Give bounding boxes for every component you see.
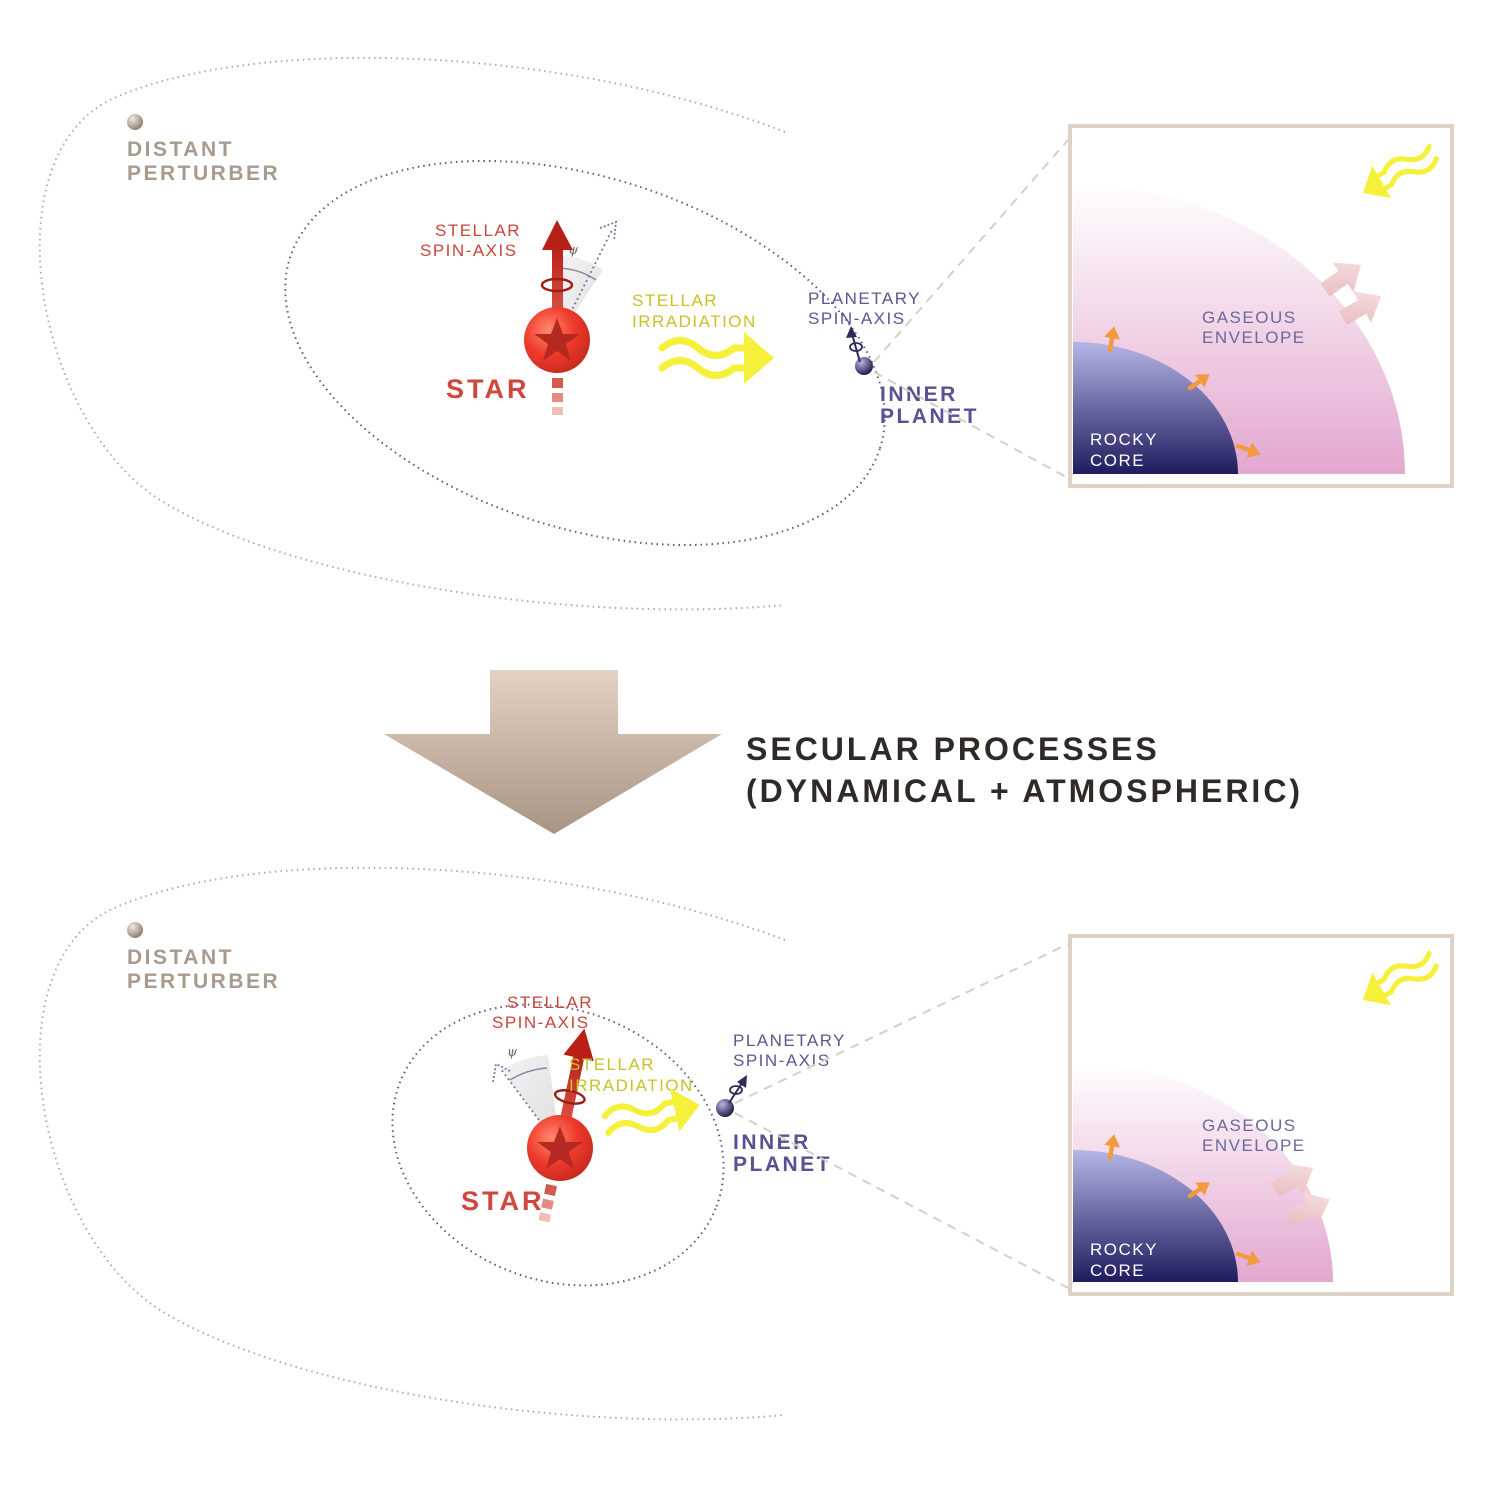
stellar-spin-axis-head — [542, 220, 573, 250]
zoom-guide-bottom — [734, 1112, 1069, 1289]
stellar-spin-axis-head — [563, 1028, 594, 1062]
distant-perturber-body — [127, 114, 143, 130]
stellar-spin-axis-label-line2: SPIN-AXIS — [492, 1013, 590, 1032]
stellar-rotation-icon — [553, 1089, 586, 1105]
star-icon — [537, 1126, 583, 1169]
stellar-spin-tail-2 — [552, 393, 563, 402]
atmosphere-inset: GASEOUS ENVELOPE ROCKY CORE — [1068, 934, 1454, 1296]
rocky-core — [1073, 342, 1238, 474]
zoom-guide-bottom — [873, 371, 1069, 479]
planetary-spin-axis-label-line2: SPIN-AXIS — [733, 1051, 831, 1070]
irradiation-label-line1: STELLAR — [569, 1055, 655, 1074]
envelope-label-line2: ENVELOPE — [1202, 328, 1306, 347]
planetary-spin-axis-label-line1: PLANETARY — [808, 289, 921, 308]
planetary-spin-axis-label-line2: SPIN-AXIS — [808, 309, 906, 328]
zoom-guide-top — [734, 943, 1069, 1104]
inner-planet-body — [855, 357, 873, 375]
planetary-spin-axis-head — [737, 1075, 747, 1088]
core-label-line1: ROCKY — [1090, 430, 1158, 449]
bottom-panel: DISTANT PERTURBER ψ STELLAR SPIN-AXIS ST… — [38, 866, 1454, 1421]
inner-planet-label-line1: INNER — [733, 1131, 811, 1154]
irradiation-label-line2: IRRADIATION — [569, 1076, 694, 1095]
envelope-label-line1: GASEOUS — [1202, 1116, 1297, 1135]
star-icon — [534, 318, 580, 361]
planetary-spin-axis-label-line1: PLANETARY — [733, 1031, 846, 1050]
planetary-spin-axis-line — [851, 333, 861, 363]
transition-label-line1: SECULAR PROCESSES — [746, 731, 1160, 767]
stellar-spin-axis-label-line1: STELLAR — [507, 993, 593, 1012]
perturber-label-line1: DISTANT — [127, 946, 234, 969]
planetary-spin-axis-head — [846, 326, 857, 338]
stellar-spin-axis-shaft — [552, 245, 563, 345]
irradiation-wave-arrow — [662, 332, 774, 384]
core-label-line2: CORE — [1090, 451, 1145, 470]
orbit-normal-arrowhead — [599, 220, 618, 241]
inner-planet-body — [716, 1099, 734, 1117]
zoom-guide-top — [873, 139, 1069, 363]
stellar-spin-tail-2 — [541, 1198, 554, 1210]
core-label-line2: CORE — [1090, 1261, 1145, 1280]
planet-orbit — [391, 1003, 725, 1287]
envelope-label-line2: ENVELOPE — [1202, 1136, 1306, 1155]
rocky-core — [1073, 1150, 1238, 1282]
inner-planet-label-line2: PLANET — [733, 1153, 832, 1176]
psi-label: ψ — [507, 1045, 518, 1060]
envelope-label-line1: GASEOUS — [1202, 308, 1297, 327]
planet-orbit — [284, 159, 886, 547]
transition-arrow — [384, 670, 722, 834]
irradiation-label-line2: IRRADIATION — [632, 312, 757, 331]
top-panel: DISTANT PERTURBER ψ STELLAR SPIN-AXIS ST… — [38, 56, 1454, 611]
psi-arc — [509, 1067, 548, 1081]
inner-planet-label-line2: PLANET — [880, 405, 979, 428]
perturber-label-line2: PERTURBER — [127, 970, 280, 993]
stellar-rotation-icon — [540, 277, 574, 293]
stellar-spin-tail-1 — [544, 1183, 557, 1196]
planetary-rotation-icon — [729, 1085, 743, 1095]
star-label: STAR — [461, 1186, 545, 1216]
psi-label: ψ — [568, 243, 579, 258]
stellar-spin-tail-1 — [552, 378, 563, 388]
inner-planet-label-line1: INNER — [880, 383, 958, 406]
star-label: STAR — [446, 374, 530, 404]
planetary-rotation-icon — [849, 342, 863, 352]
perturber-label-line2: PERTURBER — [127, 162, 280, 185]
perturber-label-line1: DISTANT — [127, 138, 234, 161]
stellar-spin-axis-label-line2: SPIN-AXIS — [420, 241, 518, 260]
distant-perturber-body — [127, 922, 143, 938]
stellar-spin-tail-3 — [552, 407, 563, 415]
transition-label-line2: (DYNAMICAL + ATMOSPHERIC) — [746, 773, 1303, 809]
stellar-spin-axis-label-line1: STELLAR — [435, 221, 521, 240]
stellar-spin-tail-3 — [538, 1212, 551, 1223]
core-label-line1: ROCKY — [1090, 1240, 1158, 1259]
atmosphere-inset: GASEOUS ENVELOPE ROCKY CORE — [1068, 124, 1454, 488]
irradiation-label-line1: STELLAR — [632, 291, 718, 310]
